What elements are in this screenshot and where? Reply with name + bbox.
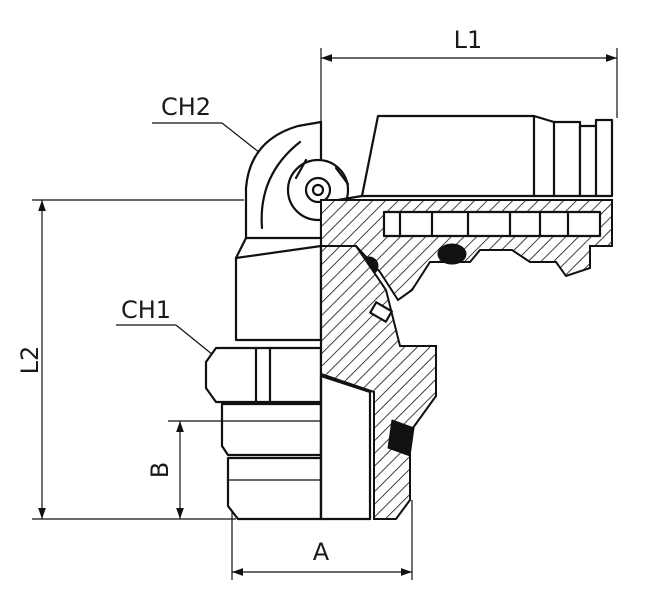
l2-label: L2 <box>16 346 44 375</box>
dimension-l2: L2 <box>16 199 244 520</box>
l1-label: L1 <box>454 26 483 54</box>
dimension-l1: L1 <box>320 26 618 122</box>
external-view <box>204 120 323 521</box>
callout-ch1: CH1 <box>116 296 235 373</box>
ch1-label: CH1 <box>121 296 171 324</box>
push-in-body <box>336 114 614 202</box>
dimension-a: A <box>231 500 413 580</box>
b-label: B <box>146 462 174 478</box>
ch2-label: CH2 <box>161 93 211 121</box>
dimension-b: B <box>146 420 226 519</box>
section-view <box>319 199 613 521</box>
a-label: A <box>313 538 330 566</box>
